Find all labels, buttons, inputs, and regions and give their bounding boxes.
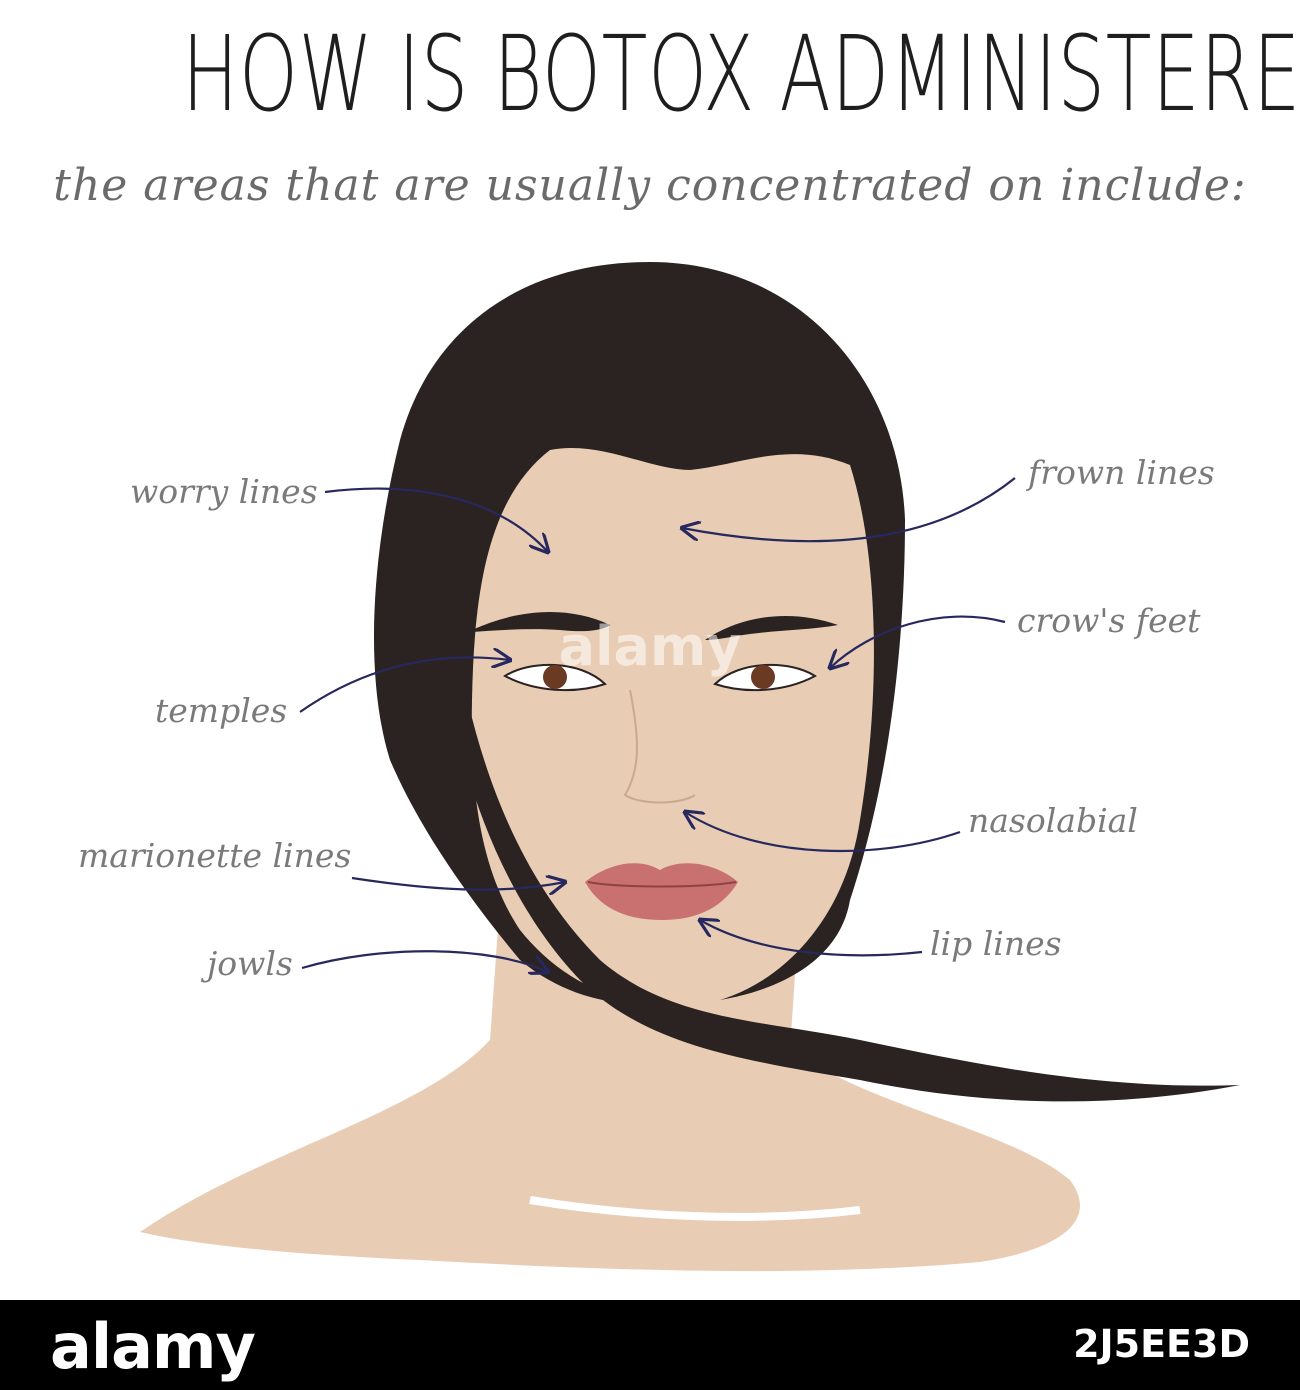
watermark: alamy xyxy=(559,615,742,678)
label-crows-feet: crow's feet xyxy=(1017,601,1201,640)
shoulders xyxy=(140,900,1080,1272)
label-frown-lines: frown lines xyxy=(1025,453,1215,492)
label-worry-lines: worry lines xyxy=(130,472,318,511)
arrow-temples xyxy=(299,657,510,713)
label-temples: temples xyxy=(155,691,287,730)
nose xyxy=(623,689,696,804)
label-jowls: jowls xyxy=(200,944,293,983)
arrow-frown-lines xyxy=(682,477,1016,543)
face-illustration xyxy=(140,262,1240,1272)
label-layer: worry lines frown lines crow's feet temp… xyxy=(78,453,1215,983)
arrow-jowls xyxy=(301,950,548,972)
arrow-lip-lines xyxy=(700,920,923,957)
page-subtitle: the areas that are usually concentrated … xyxy=(53,160,1247,211)
footer-logo: alamy xyxy=(50,1310,256,1383)
left-eyebrow xyxy=(472,612,610,632)
right-iris xyxy=(751,665,775,689)
image-id: 2J5EE3D xyxy=(1073,1322,1250,1366)
label-lip-lines: lip lines xyxy=(930,924,1062,963)
arrow-worry-lines xyxy=(324,487,548,552)
arrow-marionette-lines xyxy=(351,878,565,890)
page-title: HOW IS BOTOX ADMINISTERED? xyxy=(181,13,1300,135)
lips xyxy=(585,863,738,920)
face-skin xyxy=(471,447,874,1006)
arrow-crows-feet xyxy=(830,615,1006,668)
lip-line xyxy=(587,881,737,888)
left-iris xyxy=(543,665,567,689)
right-eyebrow xyxy=(705,615,838,640)
arrow-nasolabial xyxy=(685,812,961,853)
label-nasolabial: nasolabial xyxy=(968,801,1138,840)
collarbone xyxy=(529,1196,861,1221)
footer-bar xyxy=(0,1300,1300,1390)
label-marionette-lines: marionette lines xyxy=(78,836,351,875)
